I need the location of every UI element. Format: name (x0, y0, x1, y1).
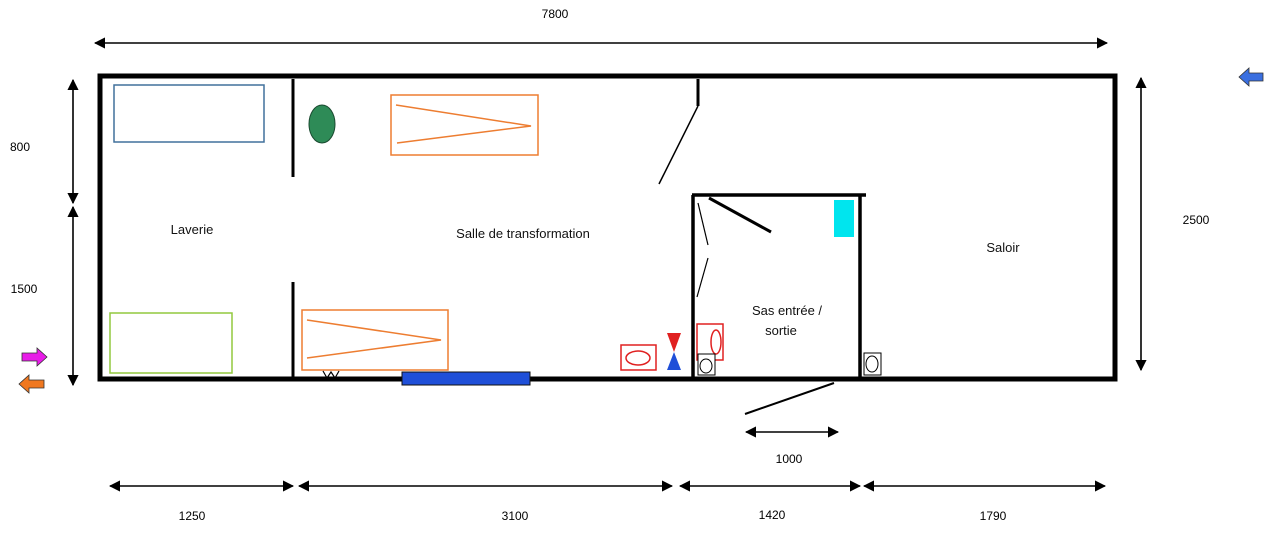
left-top-label: 800 (10, 140, 30, 154)
total-height-label: 2500 (1183, 213, 1210, 227)
bottom-label-4: 1790 (980, 509, 1007, 523)
saloir-arrow-left-icon (1238, 67, 1264, 87)
green-oval-equipment (308, 104, 336, 144)
sas-toilet (697, 353, 716, 376)
hourglass-valve-icon (667, 333, 681, 370)
left-bottom-label: 1500 (11, 282, 38, 296)
interior-walls (291, 79, 866, 415)
room-label-salle: Salle de transformation (456, 226, 590, 241)
bottom-label-2: 3100 (502, 509, 529, 523)
bottom-label-1: 1250 (179, 509, 206, 523)
exterior-door-swing (744, 382, 835, 415)
arrow-left-icon (18, 374, 45, 394)
sas-left-door-swing-2 (696, 257, 709, 298)
work-table-top (390, 94, 539, 156)
blue-bench (401, 371, 531, 386)
room-label-sas-line2: sortie (765, 323, 797, 338)
bottom-label-3: 1420 (759, 508, 786, 522)
work-table-bottom (301, 309, 449, 371)
saloir-toilet (863, 352, 882, 376)
laverie-bench (109, 312, 233, 374)
drain-icon (322, 370, 340, 380)
sas-inner-door (708, 196, 772, 234)
room-label-saloir: Saloir (986, 240, 1020, 255)
sink-unit (113, 84, 265, 143)
arrow-right-icon (21, 347, 48, 367)
total-width-label: 7800 (542, 7, 569, 21)
cyan-cabinet (834, 200, 854, 237)
door-label: 1000 (776, 452, 803, 466)
hand-basin (620, 344, 657, 371)
sas-left-door-swing-1 (697, 202, 709, 246)
room-label-laverie: Laverie (171, 222, 214, 237)
room-label-sas-line1: Sas entrée / (752, 303, 822, 318)
dimension-lines (67, 37, 1147, 492)
salle-door-swing (658, 105, 699, 185)
outer-walls (97, 73, 1118, 382)
